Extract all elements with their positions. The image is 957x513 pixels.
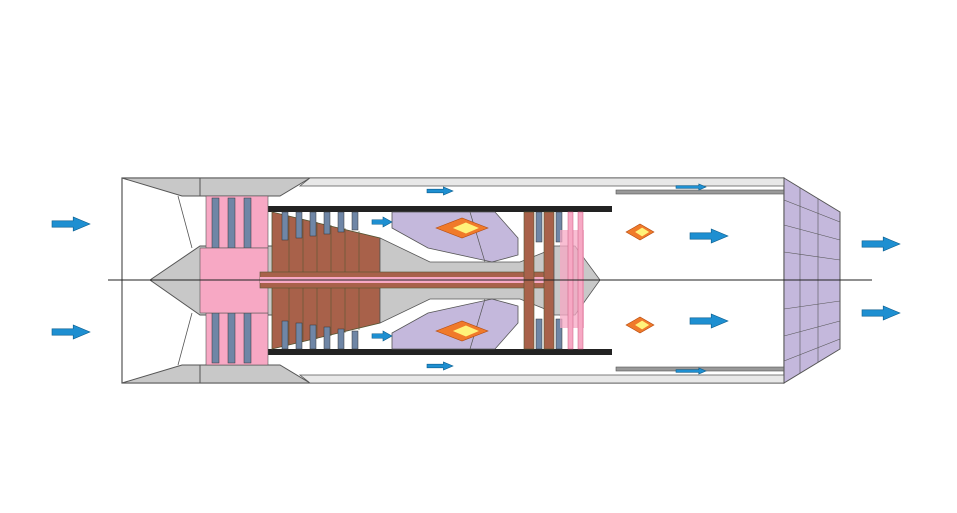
flow-arrow-icon — [52, 217, 90, 231]
flow-arrow-icon — [862, 237, 900, 251]
flow-arrow-icon — [52, 325, 90, 339]
fan-stages — [200, 196, 268, 365]
flow-arrow-icon — [862, 306, 900, 320]
exhaust-nozzle — [784, 178, 840, 383]
